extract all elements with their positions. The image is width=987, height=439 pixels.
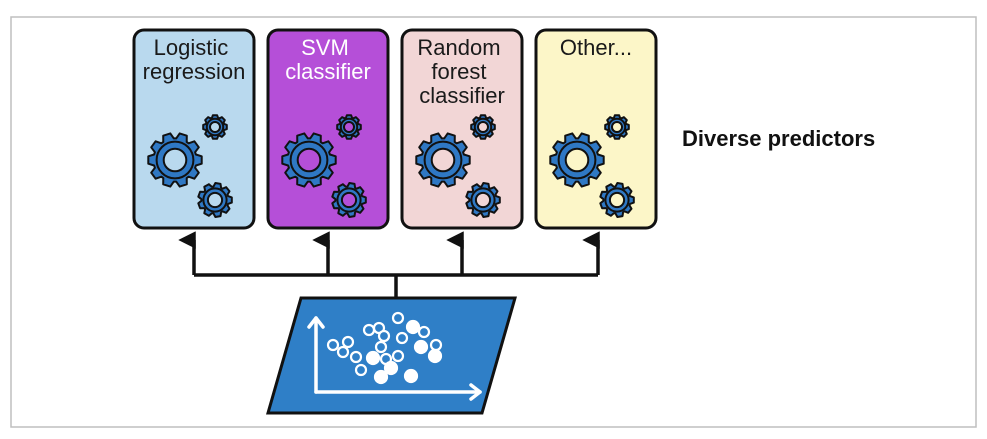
scatter-point	[429, 338, 443, 352]
scatter-point	[391, 349, 405, 363]
predictor-label-line: Logistic	[154, 35, 229, 60]
scatter-point	[413, 339, 429, 355]
scatter-point	[362, 323, 376, 337]
scatter-point	[365, 350, 381, 366]
scatter-point	[349, 350, 363, 364]
connector-lines	[178, 231, 600, 298]
predictor-label-line: Random	[417, 35, 500, 60]
gears-icon	[549, 114, 635, 218]
predictor-label-line: SVM	[301, 35, 349, 60]
scatter-point	[377, 329, 391, 343]
scatter-point	[427, 348, 443, 364]
predictor-box-random-forest-classifier: Random forest classifier	[400, 28, 524, 230]
predictor-label-line: forest	[431, 59, 486, 84]
svg-text:Random forest clas: Random forest classifier	[417, 35, 506, 108]
predictor-box-svm-classifier: SVM classifier	[266, 28, 390, 230]
scatter-point	[336, 345, 350, 359]
predictor-box-logistic-regression: Logistic regression	[132, 28, 256, 230]
svg-text:SVM classifier: SVM classifier	[285, 35, 371, 84]
scatter-point	[403, 368, 419, 384]
gears-icon	[415, 114, 501, 218]
scatter-point	[383, 360, 399, 376]
diverse-predictors-label: Diverse predictors	[682, 126, 875, 151]
scatter-point	[374, 340, 388, 354]
predictor-box-other: Other...	[534, 28, 658, 230]
predictor-label-line: Other...	[560, 35, 632, 60]
scatter-point	[391, 311, 405, 325]
scatter-point	[326, 338, 340, 352]
scatter-point	[405, 319, 421, 335]
scatter-point	[417, 325, 431, 339]
predictor-label-line: classifier	[285, 59, 371, 84]
scatter-point	[354, 363, 368, 377]
dataset-scatter-icon	[266, 296, 517, 415]
predictor-label-line: regression	[143, 59, 246, 84]
gears-icon	[281, 114, 367, 218]
scatter-point	[373, 369, 389, 385]
gears-icon	[147, 114, 233, 218]
scatter-point	[395, 331, 409, 345]
svg-text:Logistic regression: Logistic regression	[143, 35, 246, 84]
svg-text:Other...: Other...	[560, 35, 632, 60]
predictor-label-line: classifier	[419, 83, 505, 108]
scatter-point	[341, 335, 355, 349]
